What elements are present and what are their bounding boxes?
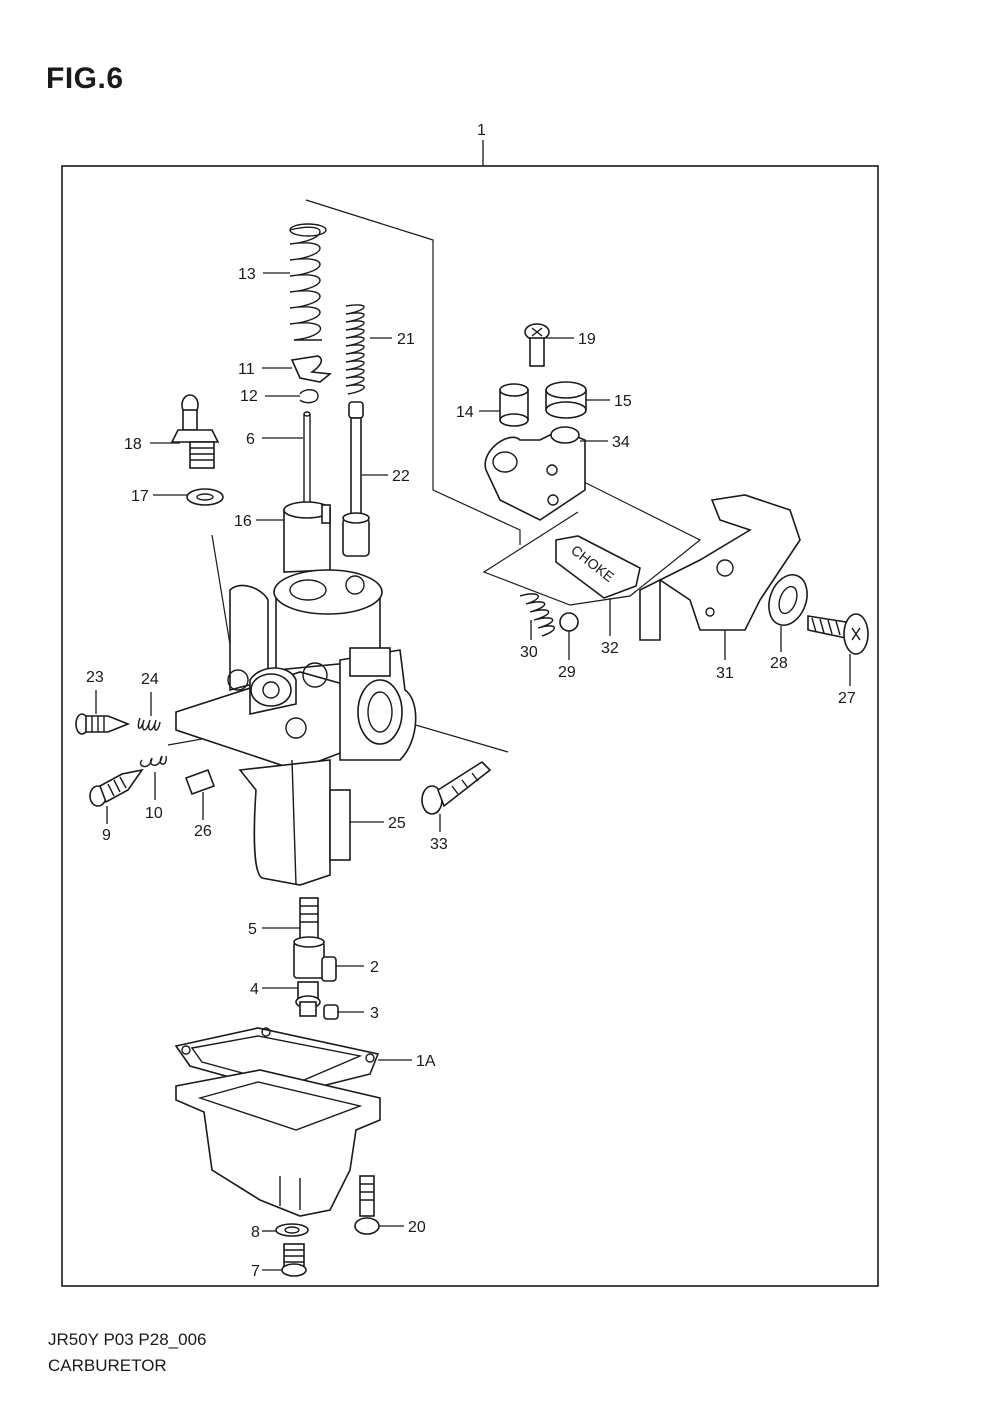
spring-24 bbox=[137, 717, 161, 731]
callout-8: 8 bbox=[251, 1224, 260, 1241]
screw-23 bbox=[75, 713, 131, 735]
callout-10: 10 bbox=[145, 805, 163, 822]
callout-23: 23 bbox=[86, 669, 104, 686]
float-bowl bbox=[175, 1069, 381, 1217]
needle-6 bbox=[303, 411, 311, 505]
callout-31: 31 bbox=[716, 665, 734, 682]
screw-20 bbox=[354, 1175, 380, 1235]
callout-15: 15 bbox=[614, 393, 632, 410]
diagram-name: CARBURETOR bbox=[48, 1356, 167, 1375]
spring-10 bbox=[139, 755, 167, 768]
cap-15 bbox=[545, 381, 587, 419]
callout-9: 9 bbox=[102, 827, 111, 844]
main-jet-5 bbox=[293, 897, 325, 979]
callout-34: 34 bbox=[612, 434, 630, 451]
callout-27: 27 bbox=[838, 690, 856, 707]
callout-6: 6 bbox=[246, 431, 255, 448]
carburetor-body bbox=[175, 569, 417, 886]
callout-labels: 13 21 11 12 6 18 17 16 22 19 14 15 34 30… bbox=[86, 266, 856, 1280]
drain-screw-7 bbox=[281, 1243, 307, 1277]
callout-30: 30 bbox=[520, 644, 538, 661]
callout-24: 24 bbox=[141, 671, 159, 688]
washer-28 bbox=[768, 574, 808, 626]
gasket-1A bbox=[174, 1027, 380, 1095]
pilot-screw-9 bbox=[89, 768, 144, 807]
callout-22: 22 bbox=[392, 468, 410, 485]
spring-13 bbox=[289, 223, 327, 341]
jet-2 bbox=[321, 956, 337, 982]
choke-lever-31 bbox=[639, 494, 801, 641]
diagram-code: JR50Y P03 P28_006 bbox=[48, 1330, 207, 1349]
callout-29: 29 bbox=[558, 664, 576, 681]
figure-title: FIG.6 bbox=[46, 62, 124, 95]
callout-11: 11 bbox=[238, 361, 255, 378]
screw-27 bbox=[807, 613, 869, 655]
jet-3 bbox=[323, 1004, 339, 1020]
callout-28: 28 bbox=[770, 655, 788, 672]
washer-17 bbox=[186, 488, 224, 506]
callout-5: 5 bbox=[248, 921, 257, 938]
callout-3: 3 bbox=[370, 1005, 379, 1022]
callout-14: 14 bbox=[456, 404, 474, 421]
jet-needle-22 bbox=[342, 401, 370, 557]
throttle-valve-16 bbox=[283, 501, 331, 573]
ball-29 bbox=[559, 612, 579, 632]
guide-line-top bbox=[305, 199, 521, 545]
spring-21 bbox=[345, 304, 365, 395]
callout-18: 18 bbox=[124, 436, 142, 453]
spring-30 bbox=[519, 593, 555, 637]
screw-19 bbox=[524, 323, 550, 367]
choke-bracket-34 bbox=[484, 426, 586, 521]
callout-26: 26 bbox=[194, 823, 212, 840]
leader-lines bbox=[95, 272, 851, 1271]
callout-4: 4 bbox=[250, 981, 259, 998]
callout-33: 33 bbox=[430, 836, 448, 853]
jet-4 bbox=[295, 981, 321, 1017]
assembly-frame bbox=[61, 165, 879, 1287]
callout-16: 16 bbox=[234, 513, 252, 530]
clip-11 bbox=[290, 355, 333, 383]
callout-12: 12 bbox=[240, 388, 258, 405]
guide-line-choke bbox=[482, 479, 702, 606]
screw-33 bbox=[421, 760, 492, 815]
callout-1A: 1A bbox=[416, 1053, 436, 1070]
callout-19: 19 bbox=[578, 331, 596, 348]
starter-plunger-18 bbox=[170, 394, 220, 469]
callout-21: 21 bbox=[397, 331, 415, 348]
choke-knob-32: CHOKE bbox=[555, 535, 641, 599]
callout-7: 7 bbox=[251, 1263, 260, 1280]
callout-20: 20 bbox=[408, 1219, 426, 1236]
callout-1: 1 bbox=[477, 122, 486, 139]
pin-26 bbox=[184, 768, 216, 796]
callout-13: 13 bbox=[238, 266, 256, 283]
cap-14 bbox=[499, 383, 529, 427]
callout-17: 17 bbox=[131, 488, 149, 505]
callout-32: 32 bbox=[601, 640, 619, 657]
washer-8 bbox=[275, 1223, 309, 1237]
callout-2: 2 bbox=[370, 959, 379, 976]
callout-25: 25 bbox=[388, 815, 406, 832]
eclip-12 bbox=[299, 389, 319, 404]
